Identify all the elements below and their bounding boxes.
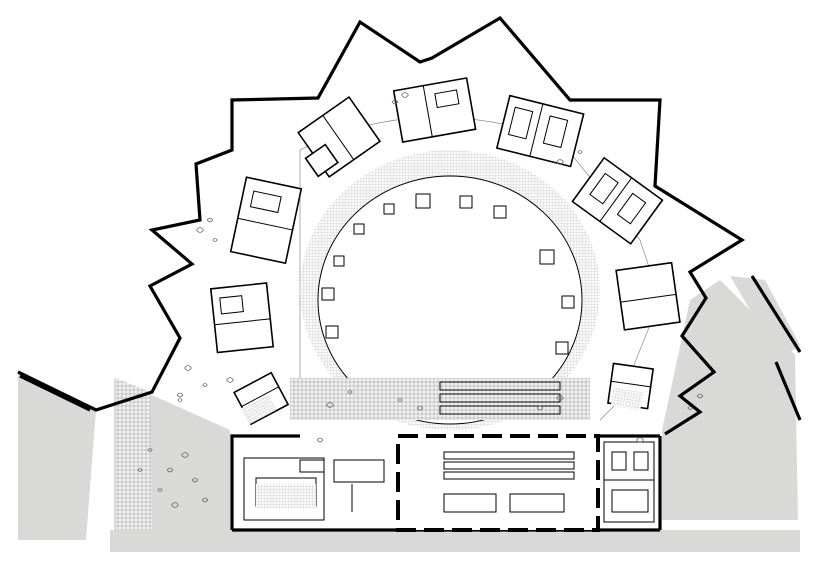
shrub-mark [226, 377, 234, 383]
landscape [137, 92, 704, 508]
hall-seating [443, 451, 575, 513]
terrace [290, 378, 590, 420]
shrub-mark [184, 365, 192, 371]
central-courtyard [300, 150, 600, 430]
shrub-mark [687, 406, 693, 410]
shrub-mark [397, 398, 403, 402]
south-wing-block [396, 434, 600, 532]
shrub-mark [326, 402, 334, 408]
shrub-mark [212, 238, 218, 242]
shrub-mark [401, 92, 409, 98]
shrub-mark [196, 227, 204, 233]
shrub-mark [191, 477, 199, 483]
stairs [241, 387, 644, 508]
shrub-mark [171, 502, 179, 508]
shrub-mark [137, 468, 143, 472]
perimeter-unit [615, 261, 681, 331]
shrub-mark [206, 217, 214, 223]
shrub-mark [181, 452, 189, 458]
perimeter-unit [495, 94, 585, 168]
outer-wall [17, 15, 746, 436]
shrub-mark [347, 390, 353, 394]
perimeter-unit [209, 282, 275, 354]
ramp [116, 378, 152, 530]
seating-rows [439, 381, 561, 415]
shrub-mark [157, 488, 163, 492]
shrub-mark [316, 437, 324, 443]
perimeter-unit [304, 143, 339, 178]
south-wing [230, 434, 662, 532]
perimeter-unit [392, 77, 477, 143]
shrub-mark [416, 405, 424, 411]
perimeter-unit [571, 156, 664, 245]
shrub-mark [202, 383, 208, 387]
perimeter-units [209, 77, 681, 426]
courtyard-tree-grates [321, 193, 575, 355]
shrub-mark [166, 467, 174, 473]
shrub-mark [696, 393, 704, 399]
shrub-mark [176, 392, 184, 398]
shrub-mark [636, 437, 644, 443]
shrub-mark [147, 448, 153, 452]
shrub-mark [391, 99, 399, 105]
shrub-mark [556, 395, 564, 401]
south-wing-block [603, 441, 655, 523]
shrub-mark [536, 405, 544, 411]
shrub-mark [577, 150, 583, 154]
shrub-mark [556, 159, 564, 165]
shrub-mark [201, 497, 209, 503]
perimeter-unit [229, 176, 303, 265]
shrub-mark [177, 398, 183, 402]
